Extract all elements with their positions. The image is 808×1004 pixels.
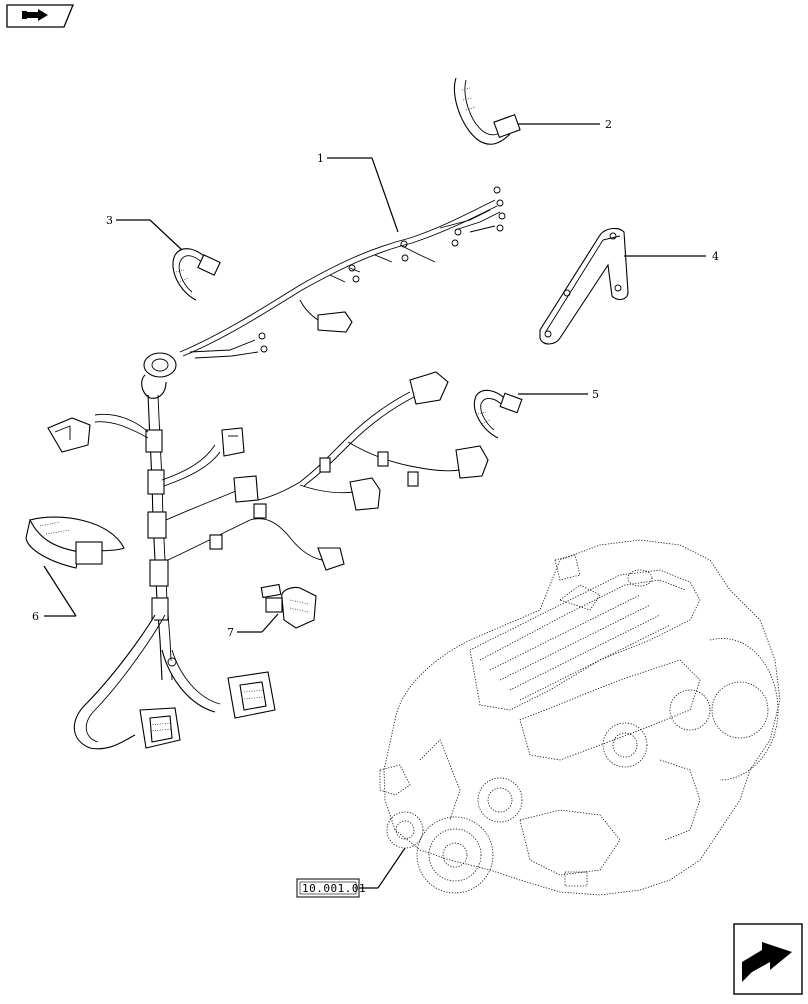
callout-number: 3	[106, 214, 113, 227]
callout-number: 7	[227, 626, 234, 639]
callout-6: 6	[32, 565, 77, 623]
callout-4: 4	[624, 250, 719, 263]
callout-number: 1	[317, 152, 324, 165]
callout-7: 7	[227, 613, 279, 639]
cable-tie-clip-3	[172, 248, 221, 301]
connector-lower-left	[139, 707, 181, 749]
ring-terminals	[258, 186, 506, 353]
engine-illustration	[379, 539, 781, 896]
callout-3: 3	[106, 214, 183, 251]
callout-number: 6	[32, 610, 39, 623]
callout-number: 4	[712, 250, 719, 263]
callout-1: 1	[317, 152, 399, 233]
callout-5: 5	[518, 388, 599, 401]
mounting-bracket	[539, 227, 629, 345]
next-page-arrow-icon[interactable]	[733, 923, 803, 995]
callout-2: 2	[518, 118, 612, 131]
cable-tie-clip-5	[474, 389, 523, 439]
cable-tie-strap	[25, 516, 125, 569]
reference-code: 10.001.01	[302, 882, 366, 895]
sensor	[260, 583, 317, 629]
book-arrow-icon[interactable]	[6, 4, 74, 28]
callout-number: 5	[592, 388, 599, 401]
connector-lower-right	[227, 671, 276, 719]
wiring-harness	[47, 186, 506, 750]
reference-label[interactable]: 10.001.01	[296, 847, 406, 898]
cable-tie-clip-2	[453, 77, 521, 145]
callout-number: 2	[605, 118, 612, 131]
